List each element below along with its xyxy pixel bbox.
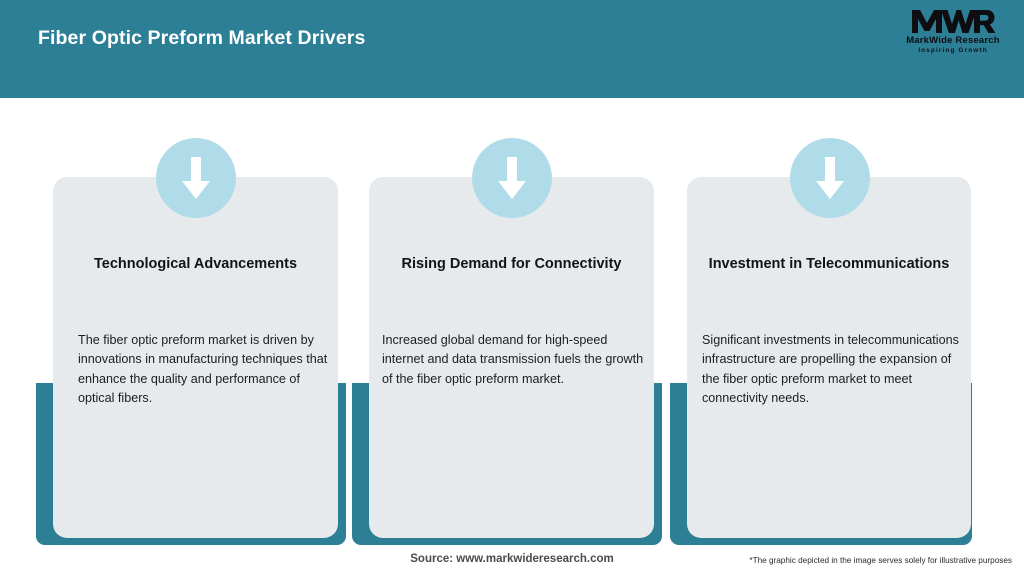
card-body-text: The fiber optic preform market is driven… bbox=[78, 333, 328, 406]
disclaimer-label: *The graphic depicted in the image serve… bbox=[749, 556, 1012, 565]
card-title: Rising Demand for Connectivity bbox=[401, 256, 622, 272]
card-panel bbox=[53, 177, 338, 538]
arrow-down-icon bbox=[156, 138, 236, 218]
source-label: Source: www.markwideresearch.com bbox=[410, 553, 614, 565]
brand-logo: MarkWide Research Inspiring Growth bbox=[898, 8, 1008, 60]
card-body-text: Increased global demand for high-speed i… bbox=[382, 333, 644, 386]
logo-company-name: MarkWide Research bbox=[906, 35, 1000, 46]
header-bar bbox=[0, 0, 1024, 98]
card-title: Investment in Telecommunications bbox=[708, 256, 950, 272]
driver-card-1[interactable]: Technological Advancements The fiber opt… bbox=[36, 138, 356, 548]
page-title: Fiber Optic Preform Market Drivers bbox=[38, 27, 366, 49]
logo-tagline: Inspiring Growth bbox=[918, 47, 988, 54]
card-panel bbox=[369, 177, 654, 538]
driver-card-3[interactable]: Investment in Telecommunications Signifi… bbox=[670, 138, 990, 548]
card-panel bbox=[687, 177, 971, 538]
driver-card-2[interactable]: Rising Demand for Connectivity Increased… bbox=[352, 138, 672, 548]
mwr-monogram-icon bbox=[898, 8, 1008, 34]
card-body-text: Significant investments in telecommunica… bbox=[702, 333, 959, 406]
arrow-down-icon bbox=[472, 138, 552, 218]
arrow-down-icon bbox=[790, 138, 870, 218]
card-title: Technological Advancements bbox=[93, 256, 298, 272]
